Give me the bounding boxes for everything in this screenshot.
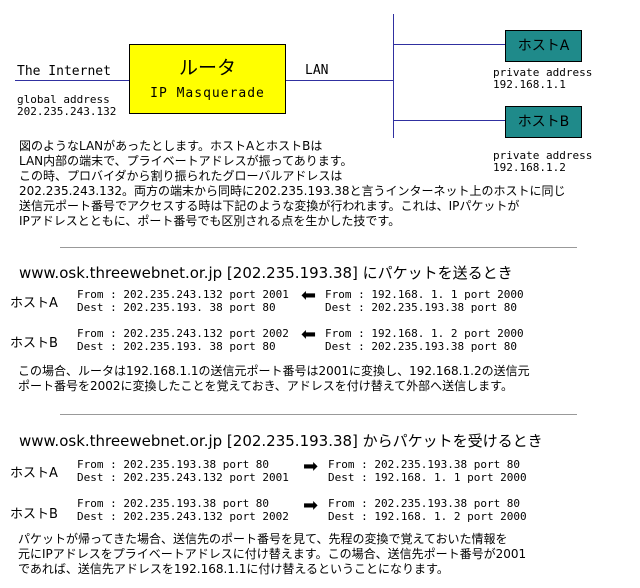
lan-label: LAN: [305, 63, 329, 78]
packet-from: From : 192.168. 1. 1 port 2000: [325, 288, 524, 301]
packet-from: From : 202.235.193.38 port 80: [77, 497, 270, 510]
right-arrow-icon: ➡: [303, 495, 319, 516]
divider: [60, 414, 577, 415]
packet-dest: Dest : 202.235.243.132 port 2001: [77, 471, 289, 484]
host-b-name: ホストB: [517, 114, 570, 130]
packet-from: From : 202.235.193.38 port 80: [77, 458, 270, 471]
receive-heading: www.osk.threewebnet.or.jp [202.235.193.3…: [19, 432, 543, 450]
right-arrow-icon: ➡: [303, 456, 319, 477]
host-b-ip: 192.168.1.2: [493, 161, 566, 174]
internet-link-line: [15, 80, 129, 81]
packet-dest: Dest : 192.168. 1. 1 port 2000: [328, 471, 527, 484]
intro-line: 図のようなLANがあったとします。ホストAとホストBは: [19, 139, 323, 153]
host-a-box: ホストA: [505, 30, 582, 62]
note-line: 元にIPアドレスをプライベートアドレスに付け替えます。この場合、送信先ポート番号…: [18, 547, 527, 561]
send-host-a-translated: From : 202.235.243.132 port 2001 Dest : …: [77, 288, 289, 314]
intro-line: LAN内部の端末で、プライベートアドレスが振ってあります。: [19, 154, 353, 168]
note-line: パケットが帰ってきた場合、送信先のポート番号を見て、先程の変換で覚えておいた情報…: [18, 532, 508, 546]
packet-dest: Dest : 202.235.193.38 port 80: [325, 301, 518, 314]
router-box: ルータ IP Masquerade: [129, 44, 286, 114]
lan-bus-line: [393, 14, 394, 138]
receive-host-a-translated: From : 202.235.193.38 port 80 Dest : 192…: [328, 458, 527, 484]
packet-from: From : 202.235.193.38 port 80: [328, 458, 521, 471]
packet-from: From : 202.235.243.132 port 2002: [77, 327, 289, 340]
receive-host-b-label: ホストB: [10, 507, 58, 522]
intro-line: 送信元ポート番号でアクセスする時は下記のような変換が行われます。これは、IPパケ…: [19, 199, 520, 213]
send-heading: www.osk.threewebnet.or.jp [202.235.193.3…: [19, 264, 513, 282]
internet-label: The Internet: [17, 64, 111, 79]
packet-from: From : 192.168. 1. 2 port 2000: [325, 327, 524, 340]
packet-from: From : 202.235.243.132 port 2001: [77, 288, 289, 301]
packet-dest: Dest : 202.235.193. 38 port 80: [77, 340, 276, 353]
receive-host-b-translated: From : 202.235.193.38 port 80 Dest : 192…: [328, 497, 527, 523]
packet-dest: Dest : 202.235.193. 38 port 80: [77, 301, 276, 314]
host-b-link-line: [393, 120, 505, 121]
receive-host-a-label: ホストA: [10, 466, 58, 481]
packet-dest: Dest : 202.235.243.132 port 2002: [77, 510, 289, 523]
send-host-b-translated: From : 202.235.243.132 port 2002 Dest : …: [77, 327, 289, 353]
host-b-box: ホストB: [505, 106, 582, 138]
send-host-b-label: ホストB: [10, 336, 58, 351]
global-ip: 202.235.243.132: [17, 105, 117, 118]
router-title: ルータ: [178, 57, 236, 79]
router-subtitle: IP Masquerade: [150, 86, 265, 101]
intro-line: この時、プロバイダから割り振られたグローバルアドレスは: [19, 169, 343, 183]
packet-dest: Dest : 202.235.193.38 port 80: [325, 340, 518, 353]
host-b-address-label: private address: [493, 149, 593, 162]
note-line: ポート番号を2002に変換したことを覚えておき、アドレスを付け替えて外部へ送信し…: [18, 379, 513, 393]
intro-line: IPアドレスとともに、ポート番号でも区別される点を生かした技です。: [19, 214, 401, 228]
receive-note: パケットが帰ってきた場合、送信先のポート番号を見て、先程の変換で覚えておいた情報…: [18, 532, 526, 577]
lan-link-line: [286, 80, 394, 81]
global-address-label: global address: [17, 93, 110, 106]
packet-from: From : 202.235.193.38 port 80: [328, 497, 521, 510]
host-a-name: ホストA: [517, 38, 570, 54]
host-a-link-line: [393, 44, 505, 45]
intro-paragraph: 図のようなLANがあったとします。ホストAとホストBは LAN内部の端末で、プラ…: [19, 139, 566, 229]
receive-host-a-original: From : 202.235.193.38 port 80 Dest : 202…: [77, 458, 289, 484]
send-note: この場合、ルータは192.168.1.1の送信元ポート番号は2001に変換し、1…: [18, 364, 530, 394]
note-line: この場合、ルータは192.168.1.1の送信元ポート番号は2001に変換し、1…: [18, 364, 530, 378]
receive-host-b-original: From : 202.235.193.38 port 80 Dest : 202…: [77, 497, 289, 523]
left-arrow-icon: ⬅: [301, 285, 317, 306]
left-arrow-icon: ⬅: [301, 324, 317, 345]
note-line: であれば、送信先アドレスを192.168.1.1に付け替えるということになります…: [18, 562, 449, 576]
send-host-b-original: From : 192.168. 1. 2 port 2000 Dest : 20…: [325, 327, 524, 353]
intro-line: 202.235.243.132。両方の端末から同時に202.235.193.38…: [19, 184, 566, 198]
host-a-address-label: private address: [493, 66, 593, 79]
host-a-ip: 192.168.1.1: [493, 78, 566, 91]
packet-dest: Dest : 192.168. 1. 2 port 2000: [328, 510, 527, 523]
divider: [60, 247, 577, 248]
send-host-a-original: From : 192.168. 1. 1 port 2000 Dest : 20…: [325, 288, 524, 314]
send-host-a-label: ホストA: [10, 296, 58, 311]
